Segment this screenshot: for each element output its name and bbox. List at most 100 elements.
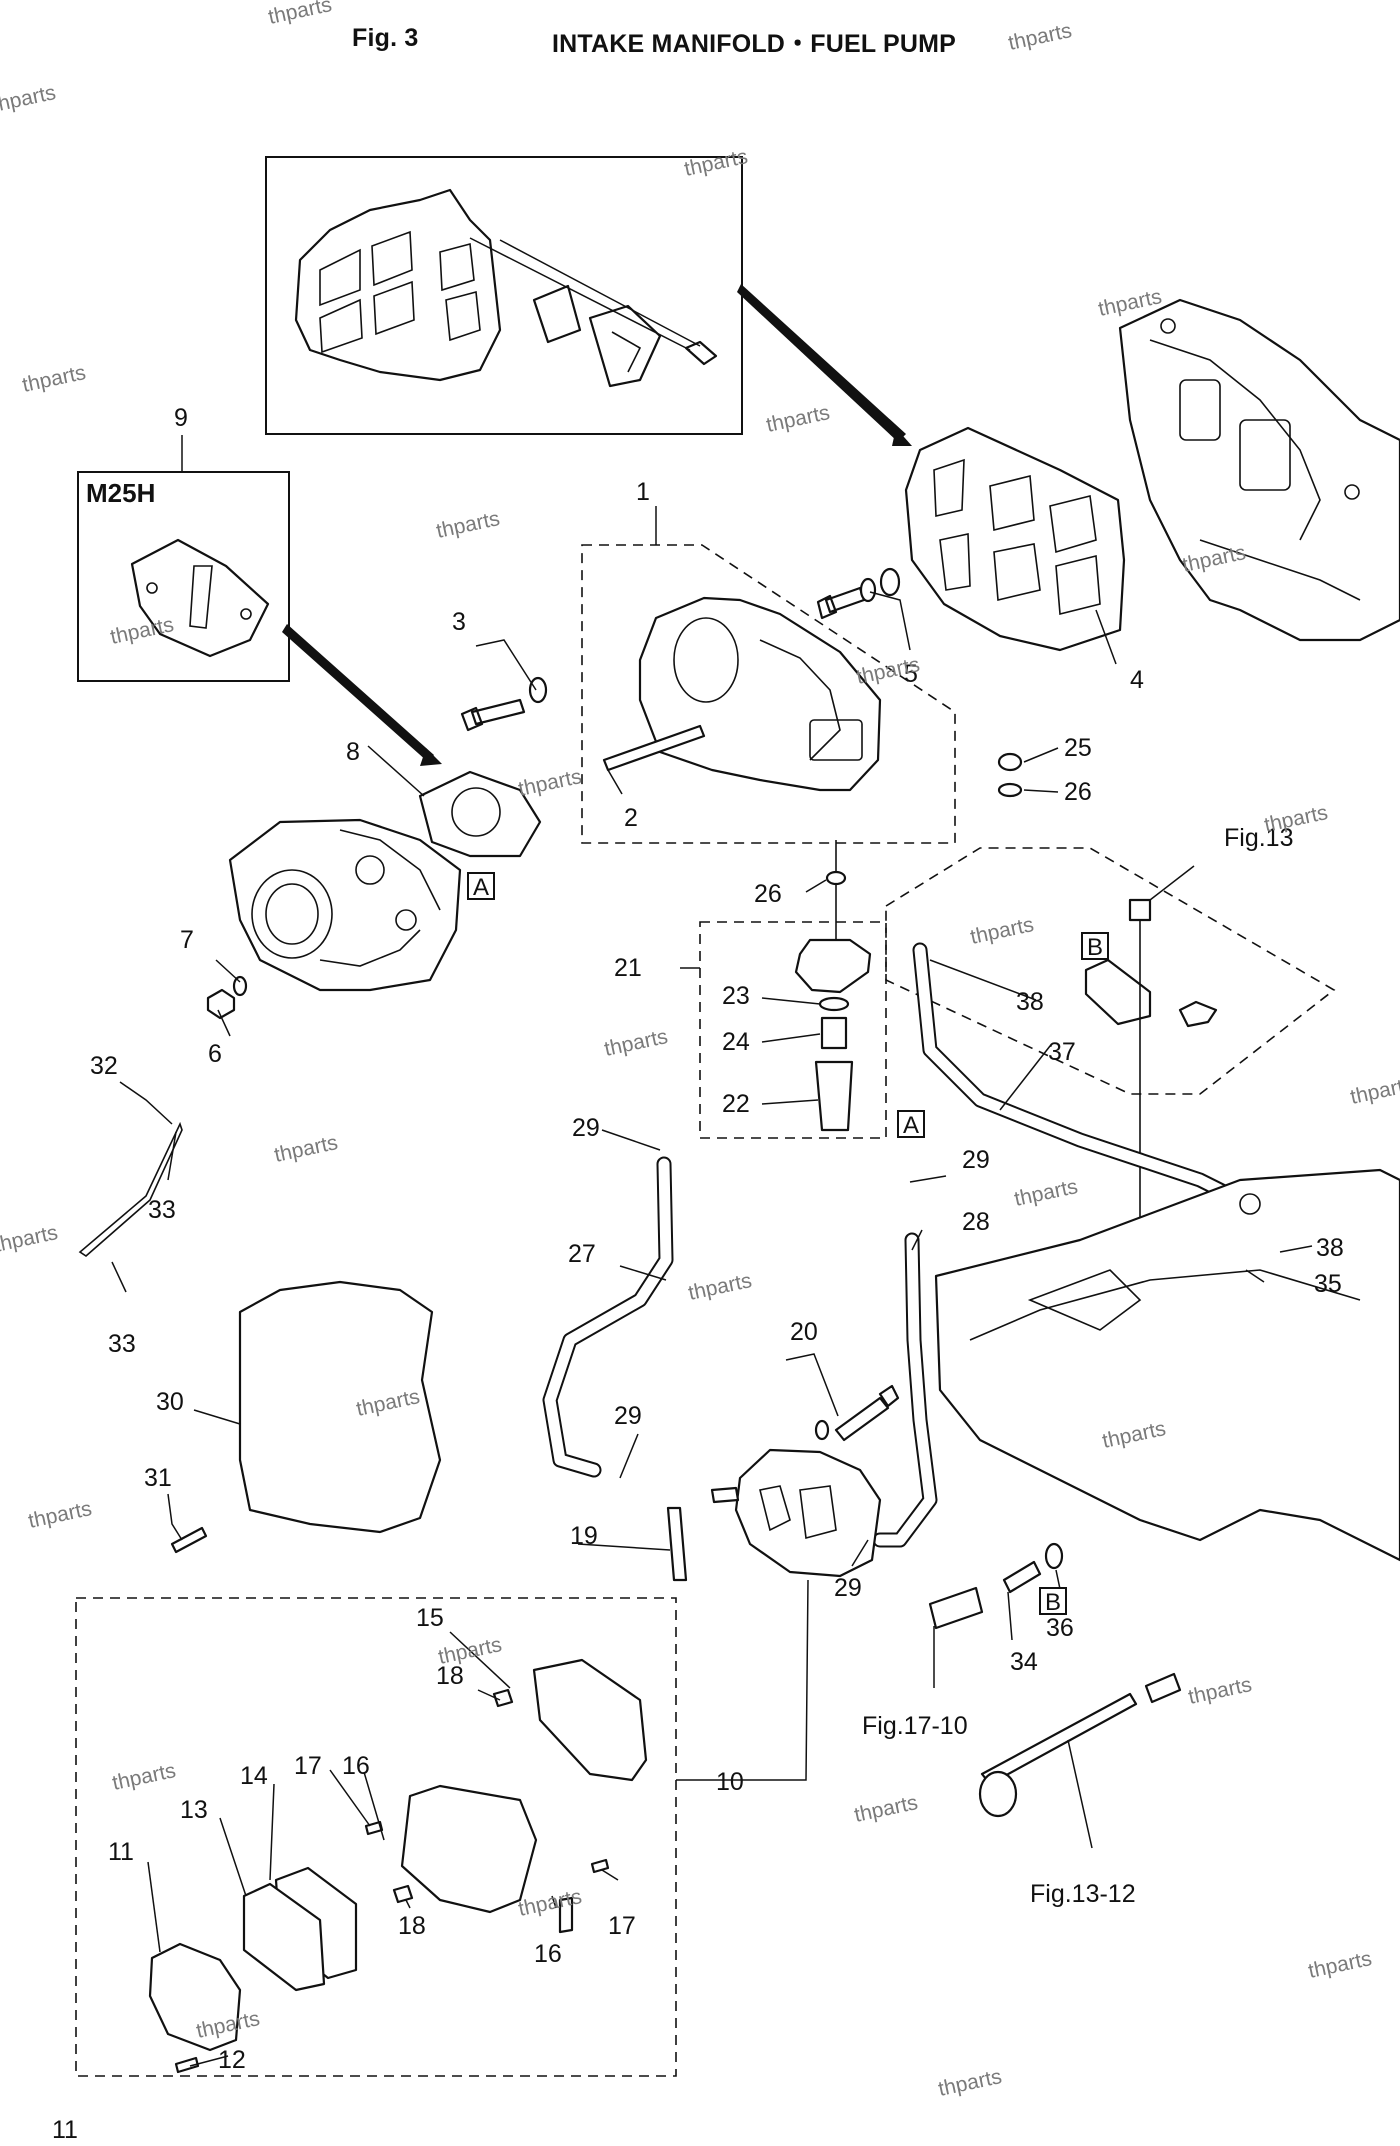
watermark: thparts <box>0 1221 60 1257</box>
inset-arrow <box>737 284 906 442</box>
callout-10: 10 <box>716 1768 744 1796</box>
callout-13: 13 <box>180 1796 208 1824</box>
callout-28: 28 <box>962 1208 990 1236</box>
bolt-b <box>1128 898 1218 1028</box>
callout-16: 16 <box>342 1752 370 1780</box>
callout-35: 35 <box>1314 1270 1342 1298</box>
watermark: thparts <box>1012 1175 1080 1211</box>
watermark: thparts <box>1006 19 1074 55</box>
watermark: thparts <box>516 1885 584 1921</box>
screw-17b <box>590 1858 610 1874</box>
plate-19 <box>666 1506 688 1582</box>
watermarks: thparts thparts thparts thparts thparts … <box>0 0 1400 2101</box>
washer-26-b <box>997 782 1023 798</box>
callout-25: 25 <box>1064 734 1092 762</box>
callout-21: 21 <box>614 954 642 982</box>
fig13-outline <box>885 847 1336 1095</box>
callout-5: 5 <box>904 660 918 688</box>
gasket-8 <box>418 770 542 858</box>
callout-26b: 26 <box>754 880 782 908</box>
cup-22 <box>814 1060 854 1132</box>
element-24 <box>820 1016 848 1050</box>
powerhead-housing <box>1118 298 1400 642</box>
o-ring-23 <box>818 996 850 1012</box>
watermark: thparts <box>20 361 88 397</box>
connector <box>928 1586 984 1630</box>
callout-24: 24 <box>722 1028 750 1056</box>
callout-1: 1 <box>636 478 650 506</box>
m25h-arrow <box>282 624 434 762</box>
callout-33b: 33 <box>108 1330 136 1358</box>
nut-18 <box>392 1688 514 1904</box>
callout-17b: 17 <box>608 1912 636 1940</box>
watermark: thparts <box>434 507 502 543</box>
figure-label: Fig. 3 <box>352 24 419 52</box>
washer-7 <box>232 975 248 997</box>
bolt-20 <box>834 1384 900 1442</box>
callout-36: 36 <box>1046 1614 1074 1642</box>
choke-knob <box>980 1692 1138 1786</box>
callout-32: 32 <box>90 1052 118 1080</box>
callout-33: 33 <box>148 1196 176 1224</box>
callout-29b: 29 <box>962 1146 990 1174</box>
ref-fig13: Fig.13 <box>1224 824 1293 852</box>
callout-34: 34 <box>1010 1648 1038 1676</box>
callout-9: 9 <box>174 404 188 432</box>
callout-18: 18 <box>436 1662 464 1690</box>
fuel-pump <box>710 1448 882 1578</box>
gasket-13 <box>242 1882 326 1992</box>
callout-numbers: 1 2 3 4 5 6 7 8 9 10 11 12 13 14 15 16 1… <box>90 404 1344 2074</box>
watermark: thparts <box>1262 801 1330 837</box>
watermark: thparts <box>968 913 1036 949</box>
filter-cap <box>794 938 872 994</box>
callout-27: 27 <box>568 1240 596 1268</box>
intake-manifold <box>638 596 882 792</box>
rod-32 <box>78 1121 183 1258</box>
carburetor <box>228 818 462 992</box>
watermark: thparts <box>1306 1947 1374 1983</box>
callout-8: 8 <box>346 738 360 766</box>
watermark: thparts <box>602 1025 670 1061</box>
callout-6: 6 <box>208 1040 222 1068</box>
watermark: thparts <box>936 2065 1004 2101</box>
callout-15: 15 <box>416 1604 444 1632</box>
m25h-inset: M25H <box>77 471 290 682</box>
washer-36 <box>1044 1542 1064 1570</box>
callout-4: 4 <box>1130 666 1144 694</box>
ref-box-a-1: A <box>473 874 489 901</box>
bolt-5 <box>816 586 866 620</box>
watermark: thparts <box>1348 1073 1400 1109</box>
watermark: thparts <box>516 765 584 801</box>
bolt-31 <box>170 1526 208 1554</box>
watermark: thparts <box>1186 1673 1254 1709</box>
ref-box-b-1: B <box>1087 934 1103 961</box>
joint-34 <box>1002 1560 1042 1594</box>
callout-3: 3 <box>452 608 466 636</box>
callout-7: 7 <box>180 926 194 954</box>
ref-fig13-12: Fig.13-12 <box>1030 1880 1136 1908</box>
callout-2: 2 <box>624 804 638 832</box>
pump-body <box>400 1784 538 1914</box>
callout-11: 11 <box>108 1838 134 1866</box>
reed-valve-inset <box>265 156 743 435</box>
watermark: thparts <box>26 1497 94 1533</box>
leader-lines <box>111 435 1313 2067</box>
watermark: thparts <box>686 1269 754 1305</box>
callout-29: 29 <box>572 1114 600 1142</box>
washer-26-a <box>825 870 847 886</box>
callout-38b: 38 <box>1316 1234 1344 1262</box>
callout-14: 14 <box>240 1762 268 1790</box>
pump-cover-15 <box>532 1658 648 1782</box>
callout-20: 20 <box>790 1318 818 1346</box>
check-valve-16 <box>558 1896 574 1934</box>
group-21-outline <box>699 921 887 1139</box>
ref-fig17-10: Fig.17-10 <box>862 1712 968 1740</box>
diagram-title: INTAKE MANIFOLD・FUEL PUMP <box>552 30 957 58</box>
screw-12 <box>174 2056 200 2074</box>
watermark: thparts <box>436 1633 504 1669</box>
page-number: 11 <box>52 2116 78 2144</box>
callout-18b: 18 <box>398 1912 426 1940</box>
watermark: thparts <box>764 401 832 437</box>
watermark: thparts <box>110 1759 178 1795</box>
